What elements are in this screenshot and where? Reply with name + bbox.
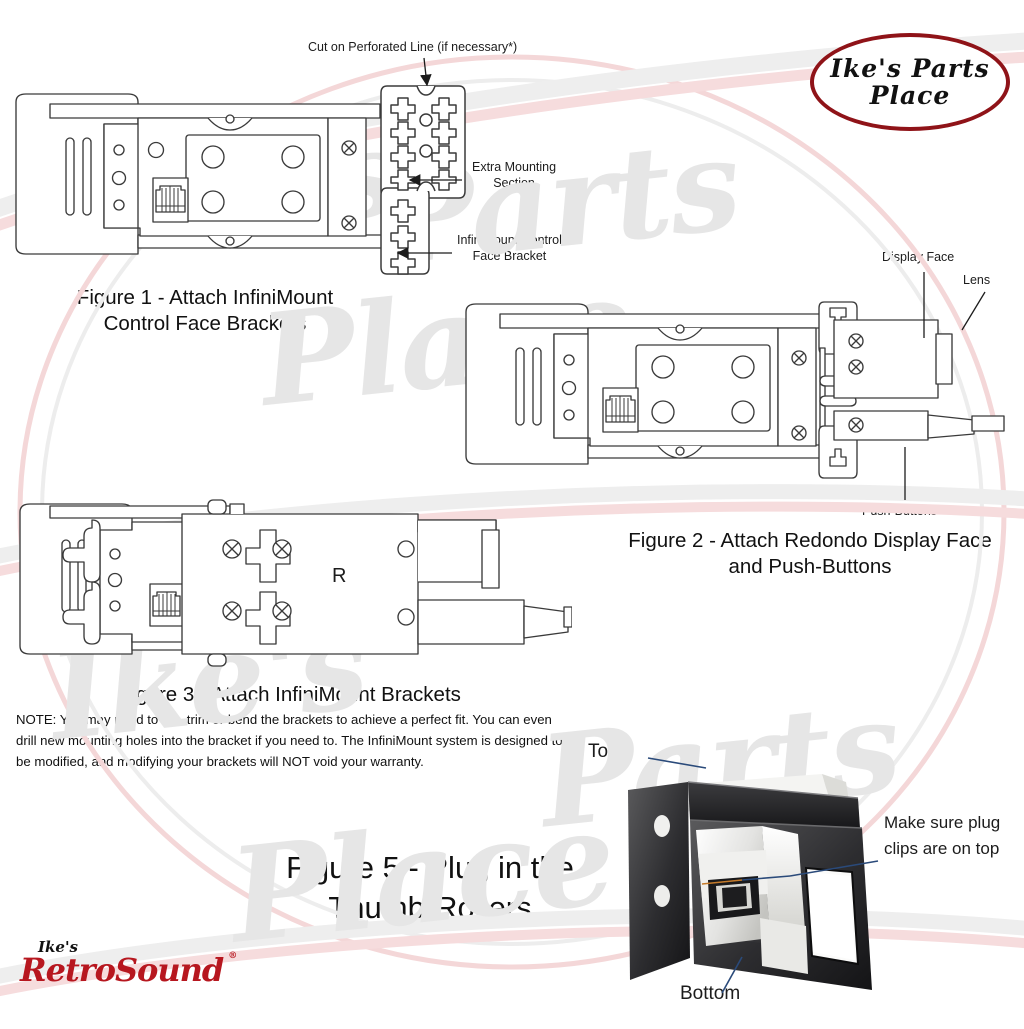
figure-2-callout-display-face: Display Face: [882, 250, 955, 264]
figure-5-photo: [628, 774, 872, 990]
figure-5-caption: Figure 5 - Plug in the Thumb-Rollers: [286, 850, 574, 926]
figure-3-r-marker: R: [332, 565, 346, 587]
installation-note: NOTE: You may need to cut, trim or bend …: [16, 712, 563, 769]
retrosound-logo: Ike's RetroSound®: [20, 938, 237, 989]
figure-2-caption: Figure 2 - Attach Redondo Display Face a…: [628, 529, 992, 579]
figure-2-callout-push-buttons: Push-Buttons: [862, 504, 938, 518]
logo-line-1: Ike's Parts: [830, 54, 990, 83]
ikes-parts-place-logo: Ike's Parts Place: [810, 33, 1010, 131]
figure-1-callout-cut-perforated-line: Cut on Perforated Line (if necessary*): [308, 40, 518, 54]
figure-1-caption: Figure 1 - Attach InfiniMount Control Fa…: [76, 286, 334, 336]
figure-5-callout-top: Top: [588, 741, 619, 762]
retrosound-logo-name: RetroSound ®: [20, 951, 237, 989]
registered-trademark-icon: ®: [228, 951, 237, 961]
figure-3-diagram: R: [19, 499, 572, 667]
figure-2-callout-lens: Lens: [963, 273, 991, 287]
logo-line-2: Place: [869, 81, 951, 110]
figure-3-caption: Figure 3 - Attach InfiniMount Brackets: [119, 683, 461, 706]
retrosound-logo-word: RetroSound: [20, 951, 224, 989]
figure-1-diagram: [15, 85, 466, 275]
figure-2-diagram: [465, 301, 1005, 479]
